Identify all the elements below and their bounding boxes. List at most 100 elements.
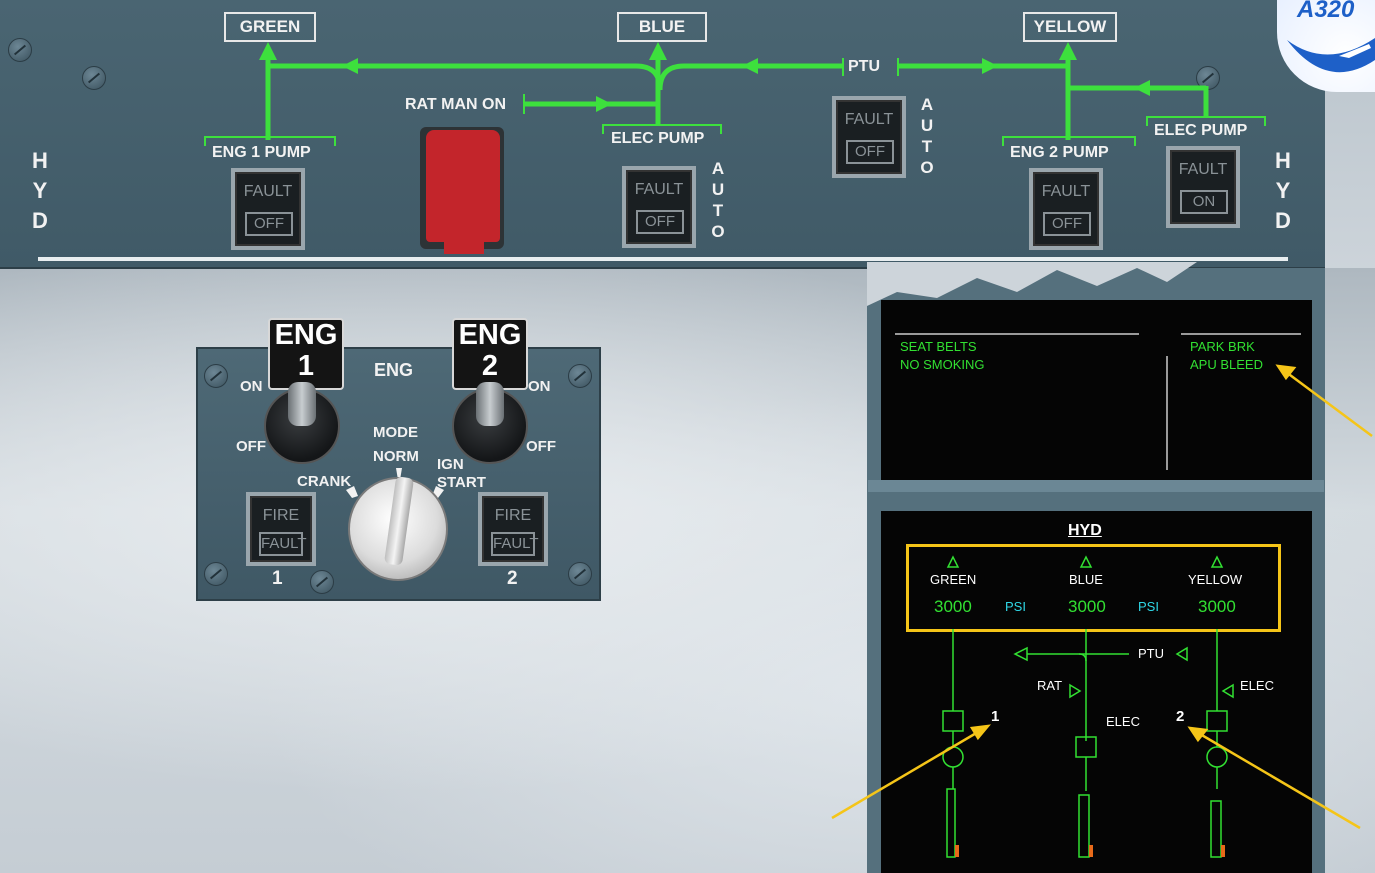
screw-icon — [568, 562, 592, 586]
fault-light: FAULT — [1178, 161, 1228, 178]
yellow-elec-indicator-label: ELEC — [1240, 678, 1274, 693]
yellow-elec-pump-label: ELEC PUMP — [1154, 122, 1248, 139]
blue-elec-pump-button[interactable]: FAULT OFF — [622, 166, 696, 248]
arrow-icon — [342, 58, 358, 74]
eng2-off-label: OFF — [526, 438, 556, 455]
memo-separators — [895, 333, 1301, 470]
mode-label: MODE — [373, 424, 418, 441]
green-sys-name: GREEN — [930, 572, 977, 587]
arrow-icon — [259, 42, 277, 60]
screw-icon — [82, 66, 106, 90]
ptu-button[interactable]: FAULT OFF — [832, 96, 906, 178]
arrow-icon — [649, 42, 667, 60]
psi-unit-left: PSI — [1005, 599, 1026, 614]
eng1-pump-indicator: 1 — [991, 708, 1000, 725]
arrow-icon — [1134, 80, 1150, 96]
blue-elec-pump-label: ELEC PUMP — [611, 130, 705, 147]
green-psi-value: 3000 — [934, 597, 972, 616]
screw-icon — [204, 364, 228, 388]
yellow-elec-pump-button[interactable]: FAULT ON — [1166, 146, 1240, 228]
crank-label: CRANK — [297, 473, 352, 490]
blue-sys-name: BLUE — [1069, 572, 1103, 587]
eng2-master-switch[interactable] — [452, 382, 528, 464]
a320-logo: A320 — [1277, 0, 1375, 92]
blue-psi-value: 3000 — [1068, 597, 1106, 616]
screw-icon — [204, 562, 228, 586]
triangle-icon — [1079, 555, 1093, 568]
fire-light: FIRE — [262, 507, 300, 524]
yellow-sys-name: YELLOW — [1188, 572, 1243, 587]
rat-man-on-label: RAT MAN ON — [405, 96, 507, 113]
eng1-on-label: ON — [240, 378, 263, 395]
hyd-flow-lines — [259, 42, 1209, 140]
ecam-divider — [868, 480, 1324, 492]
fault-light: FAULT — [243, 183, 293, 200]
yellow-system-label: YELLOW — [1023, 12, 1117, 42]
label-bracket — [602, 124, 722, 134]
blue-system-label: BLUE — [617, 12, 707, 42]
ptu-indicator-label: PTU — [1138, 646, 1164, 661]
torn-edge — [867, 262, 1197, 306]
eng1-master-switch[interactable] — [264, 382, 340, 464]
fault-light: FAULT — [1041, 183, 1091, 200]
eng1-fire-fault-indicator: FIRE FAULT — [246, 492, 316, 566]
rat-indicator-label: RAT — [1037, 678, 1063, 693]
ptu-label: PTU — [848, 58, 880, 75]
eng1-pump-button[interactable]: FAULT OFF — [231, 168, 305, 250]
norm-label: NORM — [373, 448, 419, 465]
arrow-icon — [1059, 42, 1077, 60]
green-system-label: GREEN — [224, 12, 316, 42]
eng2-pump-button[interactable]: FAULT OFF — [1029, 168, 1103, 250]
eng2-on-label: ON — [528, 378, 551, 395]
arrow-icon — [742, 58, 758, 74]
off-light: OFF — [636, 210, 684, 234]
eng1-off-label: OFF — [236, 438, 266, 455]
fault-light: FAULT — [259, 532, 307, 556]
label-bracket — [1002, 136, 1136, 146]
eng2-fire-fault-indicator: FIRE FAULT — [478, 492, 548, 566]
off-light: OFF — [1043, 212, 1091, 236]
blue-elec-indicator-label: ELEC — [1106, 714, 1140, 729]
ptu-bracket — [842, 58, 899, 76]
fire-light: FIRE — [494, 507, 532, 524]
hyd-page-title: HYD — [1068, 522, 1102, 539]
eng2-pump-label: ENG 2 PUMP — [1010, 144, 1109, 161]
triangle-icon — [946, 555, 960, 568]
panel-divider — [38, 257, 1288, 261]
eng2-number: 2 — [507, 568, 518, 589]
psi-unit-right: PSI — [1138, 599, 1159, 614]
screw-icon — [568, 364, 592, 388]
eng1-number: 1 — [272, 568, 283, 589]
yellow-psi-value: 3000 — [1198, 597, 1236, 616]
arrow-icon — [596, 96, 612, 112]
on-light: ON — [1180, 190, 1228, 214]
mode-selector-knob[interactable] — [348, 477, 448, 581]
eng-title: ENG — [374, 360, 414, 380]
eng1-pump-label: ENG 1 PUMP — [212, 144, 311, 161]
screw-icon — [310, 570, 334, 594]
airplane-icon — [1287, 38, 1375, 73]
screw-icon — [8, 38, 32, 62]
arrow-icon — [982, 58, 998, 74]
eng2-pump-indicator: 2 — [1176, 708, 1185, 725]
fault-light: FAULT — [844, 111, 894, 128]
ecam-upper-display — [881, 300, 1312, 480]
triangle-icon — [1210, 555, 1224, 568]
label-bracket — [204, 136, 336, 146]
rat-guard-foot — [444, 240, 484, 254]
rat-man-on-guard[interactable] — [426, 130, 500, 242]
highlight-box — [906, 544, 1281, 632]
fault-light: FAULT — [634, 181, 684, 198]
fault-light: FAULT — [491, 532, 539, 556]
off-light: OFF — [245, 212, 293, 236]
label-bracket — [1146, 116, 1266, 126]
